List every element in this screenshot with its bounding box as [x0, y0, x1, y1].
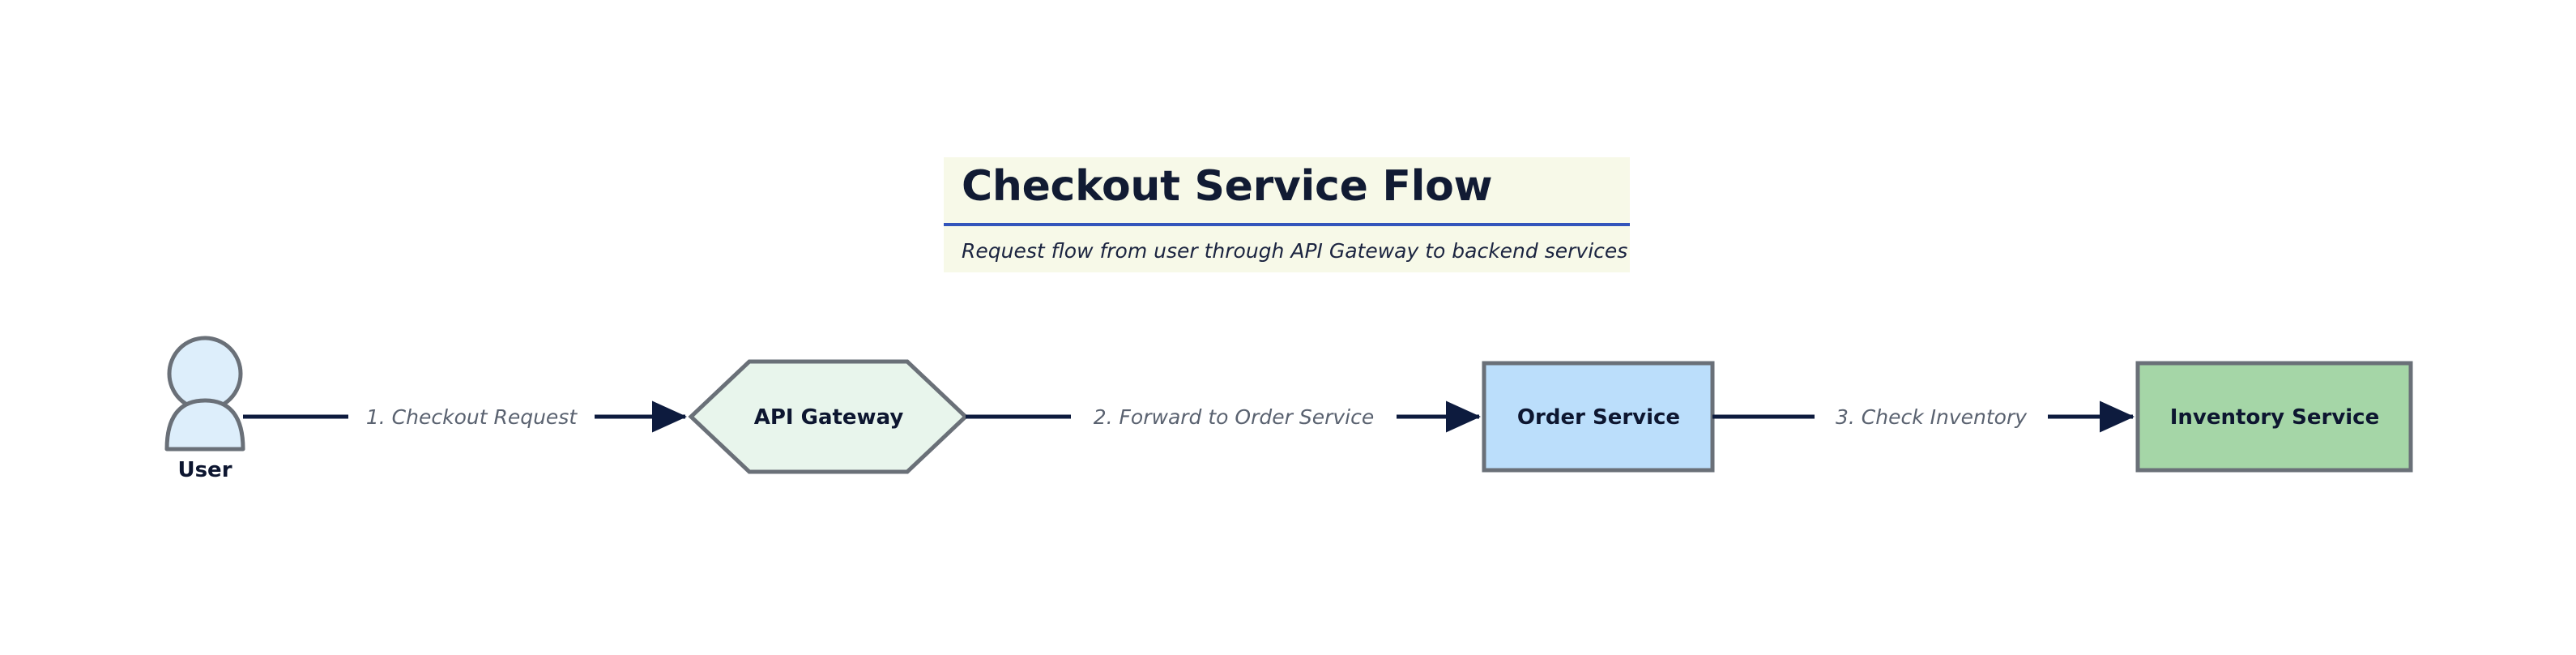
node-order-service[interactable]: [1482, 361, 1715, 473]
user-body-icon: [164, 398, 245, 452]
node-api-gateway[interactable]: [688, 359, 969, 474]
api-gateway-hexagon: [688, 359, 969, 474]
order-service-box: [1482, 361, 1715, 473]
node-user[interactable]: [164, 336, 245, 452]
title-divider: [944, 223, 1630, 227]
header-block: Checkout Service Flow Request flow from …: [944, 157, 1630, 273]
page-subtitle: Request flow from user through API Gatew…: [962, 239, 1628, 263]
title-background: Checkout Service Flow: [944, 157, 1630, 224]
subtitle-background: Request flow from user through API Gatew…: [944, 226, 1630, 273]
node-inventory-service[interactable]: [2135, 361, 2413, 473]
inventory-service-box: [2135, 361, 2413, 473]
page-title: Checkout Service Flow: [962, 162, 1493, 211]
